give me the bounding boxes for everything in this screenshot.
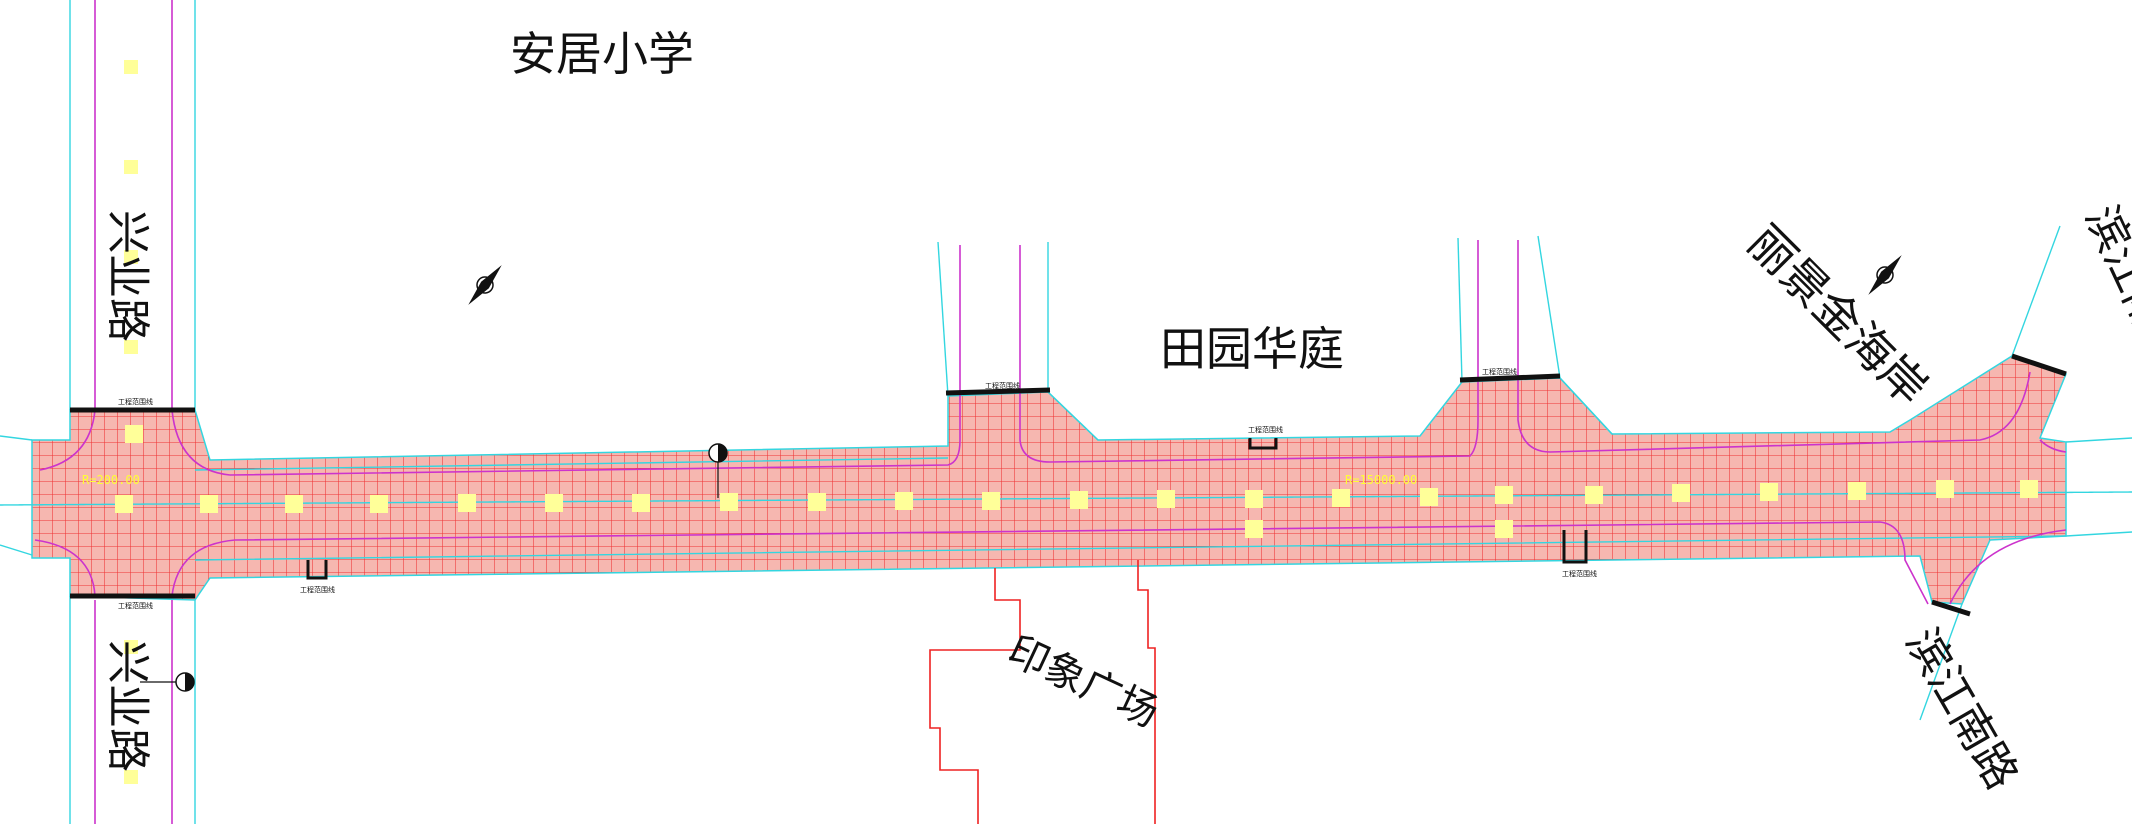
boundary-note: 工程范围线 xyxy=(118,601,153,610)
boundary-notes: 工程范围线 工程范围线 工程范围线 工程范围线 工程范围线 工程范围线 工程范围… xyxy=(118,367,1597,610)
lane-lines xyxy=(34,0,2067,824)
boundary-note: 工程范围线 xyxy=(985,381,1020,390)
curve-radius-label: R=15000.00 xyxy=(1345,473,1417,487)
benchmark-icon xyxy=(140,672,195,692)
binjiang-road-south-label: 滨江南路 xyxy=(1895,620,2027,798)
plaza-outline xyxy=(929,560,1156,824)
curve-radius-label: R=200.00 xyxy=(82,473,140,487)
north-arrow-icon xyxy=(468,265,502,305)
binjiang-road-north-label: 滨江南路 xyxy=(2075,198,2132,379)
boundary-note: 工程范围线 xyxy=(300,585,335,594)
xingye-road-north-label: 兴业路 xyxy=(102,210,153,342)
boundary-note: 工程范围线 xyxy=(1248,425,1283,434)
plaza-label: 印象广场 xyxy=(1001,627,1165,736)
xingye-road-south-label: 兴业路 xyxy=(102,640,153,772)
boundary-note: 工程范围线 xyxy=(1562,569,1597,578)
school-label: 安居小学 xyxy=(510,27,694,81)
boundary-note: 工程范围线 xyxy=(118,397,153,406)
engineering-boundary-lines xyxy=(70,353,2067,617)
station-marks: R=200.00 R=15000.00 xyxy=(82,60,2038,784)
haian-label: 丽景金海岸 xyxy=(1737,215,1938,416)
garden-label: 田园华庭 xyxy=(1160,322,1344,376)
benchmark-icon xyxy=(708,443,728,498)
north-arrow-icon xyxy=(1868,255,1902,295)
boundary-note: 工程范围线 xyxy=(1482,367,1517,376)
